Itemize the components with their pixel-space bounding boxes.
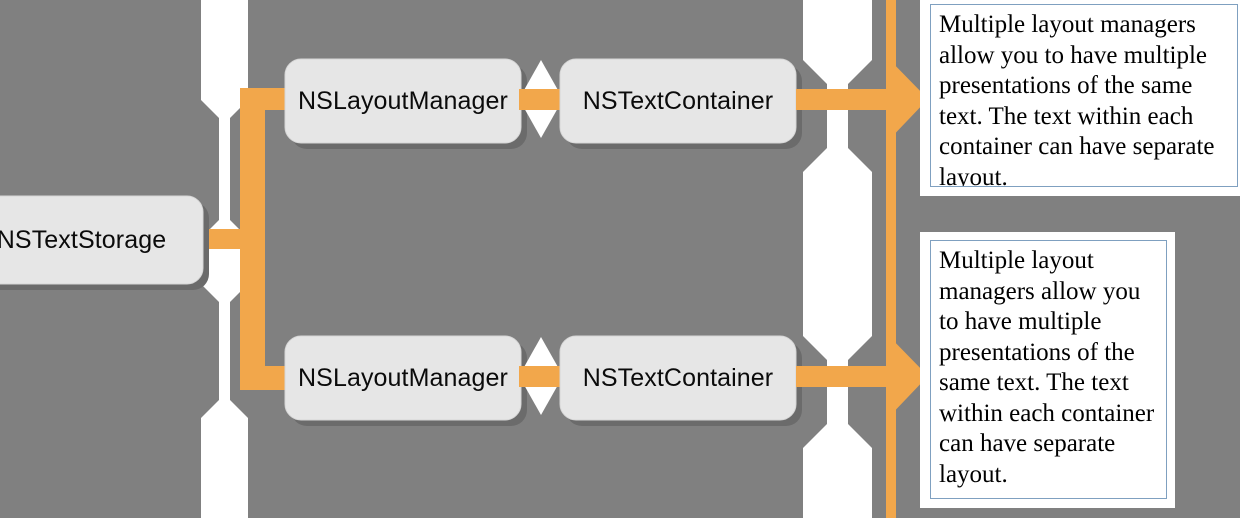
rendered-text-page-bottom[interactable]: Multiple layout managers allow you to ha… xyxy=(920,232,1175,508)
arrow-to-doc-top xyxy=(796,56,928,143)
connector-lm-tc-top xyxy=(519,89,563,110)
ribbon-left-vertical xyxy=(201,0,248,518)
layout-manager-bottom-box[interactable] xyxy=(284,335,522,421)
connector-lm-tc-bottom xyxy=(519,366,563,387)
text-storage-box[interactable] xyxy=(0,195,204,285)
text-container-bottom-box[interactable] xyxy=(559,335,797,421)
ribbon-right-vertical xyxy=(803,0,872,518)
connector-right-rail xyxy=(886,0,896,518)
arrow-to-doc-bottom xyxy=(796,333,928,420)
rendered-text-frame-bottom: Multiple layout managers allow you to ha… xyxy=(930,240,1167,499)
rendered-text-frame-top: Multiple layout managers allow you to ha… xyxy=(930,4,1238,187)
rendered-text-body-bottom: Multiple layout managers allow you to ha… xyxy=(939,247,1155,488)
text-container-top-box[interactable] xyxy=(559,58,797,144)
layout-manager-top-box[interactable] xyxy=(284,58,522,144)
rendered-text-body-top: Multiple layout managers allow you to ha… xyxy=(939,11,1215,187)
rendered-text-page-top[interactable]: Multiple layout managers allow you to ha… xyxy=(920,0,1240,196)
connector-branch-spine xyxy=(240,88,265,390)
